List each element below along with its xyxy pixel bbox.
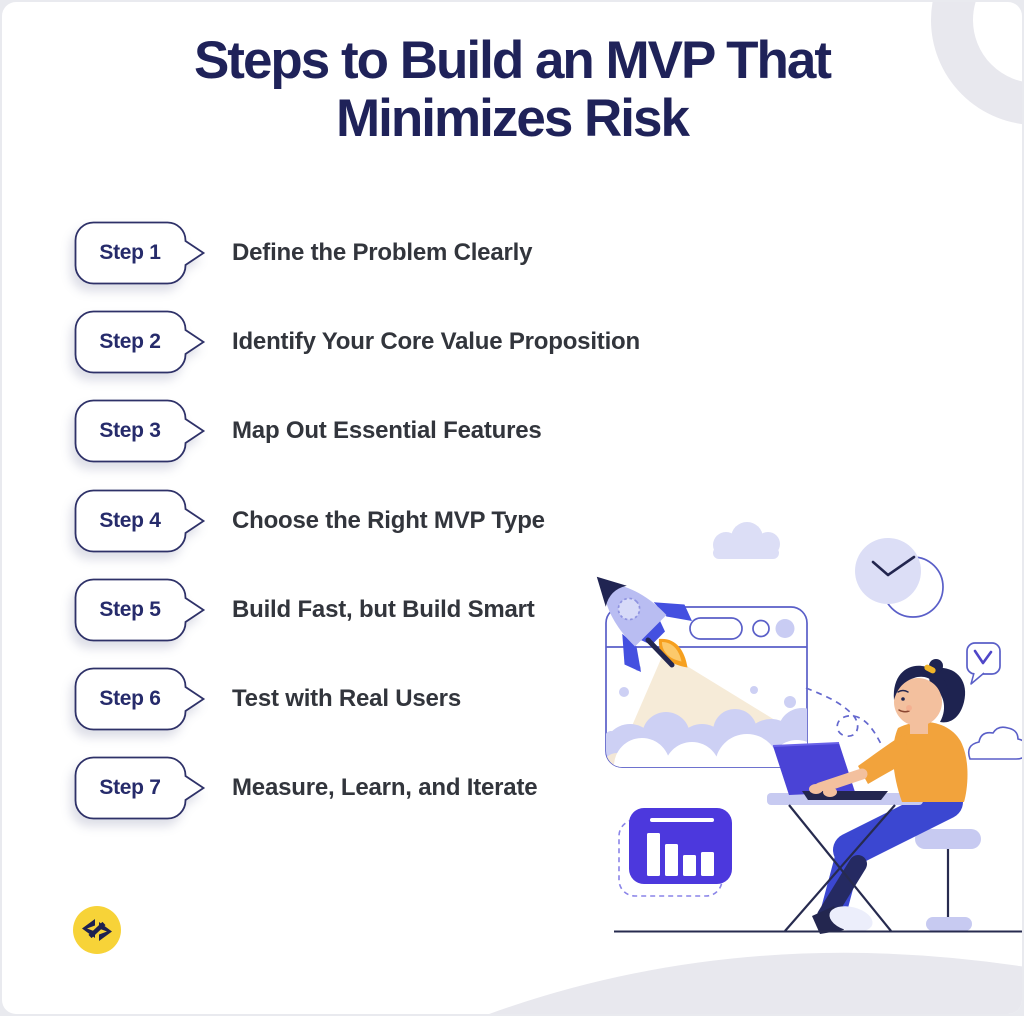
step-title: Identify Your Core Value Proposition — [232, 328, 640, 355]
step-row-6: Step 6 Test with Real Users — [74, 667, 461, 731]
page-title-line2: Minimizes Risk — [336, 88, 690, 148]
stool — [915, 829, 981, 931]
step-badge-label: Step 6 — [99, 687, 161, 710]
step-badge-shape — [74, 221, 206, 285]
step-title: Build Fast, but Build Smart — [232, 596, 535, 623]
step-badge-label: Step 2 — [99, 330, 161, 353]
step-badge-label: Step 4 — [99, 509, 161, 532]
step-title: Measure, Learn, and Iterate — [232, 774, 538, 801]
step-title: Choose the Right MVP Type — [232, 507, 545, 534]
clock-icon — [855, 538, 944, 618]
step-badge-shape — [74, 489, 206, 553]
step-row-2: Step 2 Identify Your Core Value Proposit… — [74, 310, 640, 374]
cloud-icon — [713, 522, 780, 559]
step-title: Define the Problem Clearly — [232, 239, 533, 266]
step-badge: Step 1 — [74, 221, 206, 285]
step-badge-label: Step 7 — [99, 776, 161, 799]
step-badge-shape — [74, 578, 206, 642]
browser-dot-outline — [752, 619, 770, 638]
step-badge-shape — [74, 756, 206, 820]
code-arrows-logo-icon — [73, 906, 121, 954]
step-row-4: Step 4 Choose the Right MVP Type — [74, 489, 545, 553]
step-badge-shape — [74, 667, 206, 731]
step-badge-shape — [74, 310, 206, 374]
browser-dot-filled — [775, 619, 795, 638]
rocket-stripe — [645, 637, 675, 668]
step-title: Test with Real Users — [232, 685, 461, 712]
step-badge-label: Step 1 — [99, 241, 161, 264]
corner-ring-decoration — [931, 2, 1022, 125]
step-row-7: Step 7 Measure, Learn, and Iterate — [74, 756, 538, 820]
step-badge: Step 3 — [74, 399, 206, 463]
speech-bubble-icon — [966, 642, 1001, 685]
step-title: Map Out Essential Features — [232, 417, 542, 444]
brand-logo — [72, 905, 122, 955]
step-row-1: Step 1 Define the Problem Clearly — [74, 221, 532, 285]
dashed-flight-path — [805, 687, 883, 747]
step-row-3: Step 3 Map Out Essential Features — [74, 399, 542, 463]
step-badge: Step 6 — [74, 667, 206, 731]
step-badge: Step 7 — [74, 756, 206, 820]
address-bar — [689, 617, 743, 640]
bar-chart-card-icon — [618, 808, 732, 897]
step-badge: Step 5 — [74, 578, 206, 642]
step-badge-label: Step 5 — [99, 598, 161, 621]
rocket-icon — [596, 576, 692, 672]
page-title: Steps to Build an MVP That Minimizes Ris… — [2, 32, 1022, 148]
step-badge: Step 4 — [74, 489, 206, 553]
bottom-swoosh-decoration — [489, 952, 1022, 1014]
person-working-illustration — [767, 659, 981, 934]
cloud-outline-icon — [967, 726, 1022, 760]
page-title-line1: Steps to Build an MVP That — [193, 31, 832, 90]
step-badge: Step 2 — [74, 310, 206, 374]
step-badge-label: Step 3 — [99, 419, 161, 442]
step-badge-shape — [74, 399, 206, 463]
step-row-5: Step 5 Build Fast, but Build Smart — [74, 578, 535, 642]
